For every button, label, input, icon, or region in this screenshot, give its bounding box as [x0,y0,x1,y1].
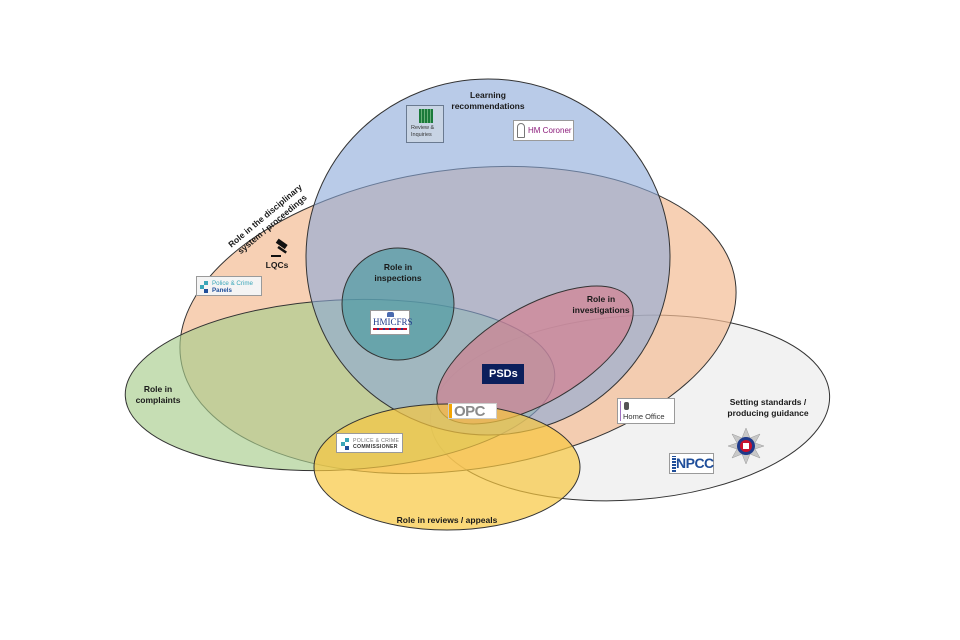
npcc-pattern [672,456,676,472]
royal-crest-icon [624,402,629,410]
home-office-logo: Home Office [617,398,675,424]
review-inquiries-line2: Inquiries [411,132,432,138]
hmicfrs-logo: HMICFRS [370,310,413,335]
crown-icon [387,312,394,317]
lqcs-label: LQCs [266,260,289,270]
npcc-logo: NPCC [669,453,714,474]
opc-accent [449,404,452,418]
pcp-line1: Police & Crime [212,280,253,287]
review-inquiries-line1: Review & [411,125,435,131]
pcc-line1: POLICE & CRIME [353,438,400,444]
home-office-accent [620,401,621,421]
psds-text: PSDs [489,368,518,380]
opc-text: OPC [454,403,486,420]
police-star-badge-icon [727,427,765,465]
review-inquiries-logo: Review & Inquiries [406,105,444,143]
set-reviews [313,403,581,531]
label-reviews: Role in reviews / appeals [397,515,498,525]
psds-badge: PSDs [482,364,524,384]
police-crime-commissioner-logo: POLICE & CRIME COMMISSIONER [336,433,403,453]
label-standards: Setting standards /producing guidance [727,397,808,418]
hmicfrs-stripe [373,328,407,330]
coroner-crest-icon [517,123,525,138]
npcc-text: NPCC [676,455,714,471]
gavel-icon [271,238,288,257]
hm-coroner-logo: HM Coroner [513,120,574,141]
home-office-text: Home Office [623,412,665,421]
opc-logo: OPC [448,403,497,420]
hmicfrs-text: HMICFRS [373,317,413,327]
police-crime-panels-logo: Police & Crime Panels [196,276,262,296]
portcullis-icon [419,109,433,123]
pcp-icon [200,281,210,293]
pcc-icon [341,438,350,450]
pcp-line2: Panels [212,287,232,294]
hm-coroner-text: HM Coroner [528,126,572,135]
pcc-line2: COMMISSIONER [353,444,398,450]
